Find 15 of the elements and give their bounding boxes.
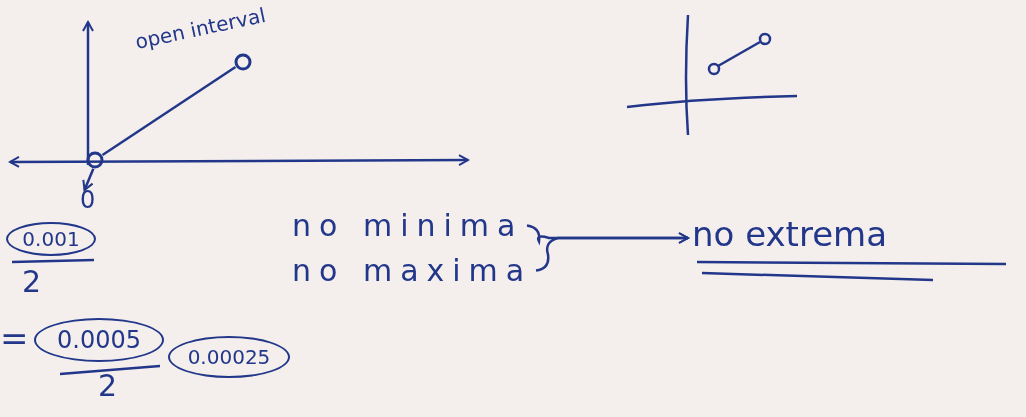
- denominator: 2: [98, 368, 118, 403]
- axis-value: 0: [80, 186, 96, 214]
- line-segment: [101, 65, 237, 157]
- circled-number: 0.001: [6, 222, 96, 256]
- note-text: no minima: [292, 208, 524, 243]
- open-circle: [86, 151, 104, 169]
- note-text: no extrema: [692, 214, 888, 254]
- circled-number: 0.0005: [34, 318, 164, 362]
- curve-label: open interval: [133, 2, 268, 54]
- equals-sign: =: [0, 318, 29, 358]
- denominator: 2: [22, 264, 42, 299]
- note-text: no maxima: [292, 253, 533, 288]
- arrow: [82, 168, 95, 191]
- circled-number: 0.00025: [168, 336, 290, 378]
- open-circle: [234, 53, 252, 71]
